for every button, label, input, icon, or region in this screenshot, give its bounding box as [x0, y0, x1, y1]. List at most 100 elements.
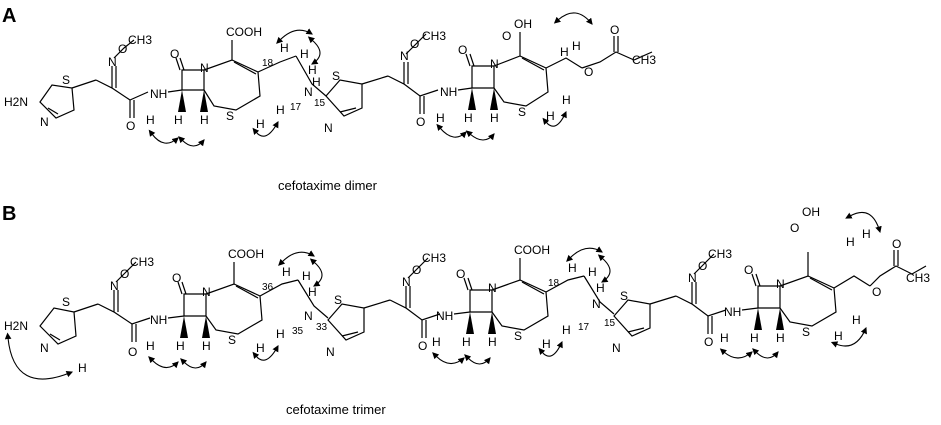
svg-text:CH3: CH3 [906, 271, 930, 285]
svg-text:N: N [40, 341, 49, 355]
linker-b1: H H H N 35 33 [278, 250, 329, 337]
cephem-core-b2: O N COOH S H H H H H 18 [432, 243, 585, 351]
oxime-chain-a2: N O CH3 O NH [387, 29, 457, 129]
svg-text:33: 33 [316, 322, 328, 333]
svg-text:O: O [170, 47, 179, 61]
svg-text:O: O [790, 221, 799, 235]
svg-text:S: S [226, 109, 234, 123]
svg-text:H: H [546, 109, 555, 123]
svg-text:18: 18 [262, 58, 274, 69]
linker-b2: H H H N 17 15 [566, 246, 616, 333]
panel-a: A H2N S N N O CH3 O NH [2, 5, 656, 193]
svg-text:O: O [872, 285, 881, 299]
svg-text:O: O [892, 237, 901, 251]
svg-text:CH3: CH3 [128, 33, 152, 47]
svg-text:H: H [308, 63, 317, 77]
svg-text:N: N [592, 297, 601, 311]
svg-text:S: S [332, 69, 340, 83]
svg-text:S: S [62, 73, 70, 87]
svg-text:N: N [488, 281, 497, 295]
oxime-chain-b3: N O CH3 O NH [675, 247, 741, 349]
svg-text:O: O [456, 267, 465, 281]
cephem-core-a1: O N COOH S H H H H H 18 [146, 25, 297, 131]
svg-text:O: O [584, 65, 593, 79]
aminothiazole-ring-a: H2N S N [4, 73, 97, 129]
svg-text:H: H [834, 329, 843, 343]
svg-text:N: N [202, 285, 211, 299]
svg-text:H: H [852, 313, 861, 327]
svg-text:H: H [312, 75, 321, 89]
cephem-core-b1: O N COOH S H H H H H 36 [146, 247, 299, 355]
svg-text:H: H [542, 337, 551, 351]
svg-text:H: H [588, 265, 597, 279]
svg-text:N: N [324, 121, 333, 135]
svg-text:H: H [572, 39, 581, 53]
svg-text:H: H [256, 341, 265, 355]
svg-text:17: 17 [290, 102, 302, 113]
h2n-label: H2N [4, 95, 28, 109]
svg-text:H: H [720, 331, 729, 345]
svg-text:H: H [560, 45, 569, 59]
svg-text:O: O [458, 43, 467, 57]
svg-text:H: H [846, 235, 855, 249]
svg-text:CH3: CH3 [422, 29, 446, 43]
svg-text:O: O [172, 271, 181, 285]
svg-text:O: O [698, 259, 707, 273]
svg-text:H: H [436, 111, 445, 125]
svg-text:H: H [282, 265, 291, 279]
svg-text:H: H [174, 113, 183, 127]
svg-text:18: 18 [548, 278, 560, 289]
panel-b-letter: B [2, 203, 16, 225]
acetoxy-a: O O CH3 [581, 23, 656, 79]
svg-text:S: S [514, 329, 522, 343]
svg-text:OH: OH [802, 205, 820, 219]
svg-text:15: 15 [604, 318, 616, 329]
svg-text:O: O [120, 267, 129, 281]
thiazole-ring-a2: S N [324, 69, 389, 135]
amide-nh-b3: NH [724, 305, 741, 319]
amide-nh-a2: NH [440, 85, 457, 99]
svg-text:CH3: CH3 [708, 247, 732, 261]
svg-text:O: O [418, 339, 427, 353]
svg-text:CH3: CH3 [422, 251, 446, 265]
svg-text:15: 15 [314, 98, 326, 109]
thiazole-ring-b2: S N [326, 293, 391, 359]
svg-text:O: O [610, 23, 619, 37]
svg-text:H: H [562, 93, 571, 107]
svg-text:OH: OH [514, 17, 532, 31]
oxime-chain-a: N O CH3 O NH [95, 33, 167, 133]
svg-text:O: O [126, 119, 135, 133]
svg-text:H: H [300, 47, 309, 61]
svg-text:H: H [488, 335, 497, 349]
svg-text:N: N [304, 85, 313, 99]
svg-text:N: N [326, 345, 335, 359]
cephem-core-b3: O N OH O S H H H H H H H [720, 205, 871, 345]
svg-text:COOH: COOH [226, 25, 262, 39]
panel-b: B H2N S N H N O CH3 O NH [2, 203, 930, 417]
svg-text:35: 35 [292, 326, 304, 337]
svg-text:H: H [432, 335, 441, 349]
svg-text:N: N [776, 277, 785, 291]
svg-text:H: H [276, 103, 285, 117]
svg-text:H: H [776, 331, 785, 345]
acetoxy-b: O O CH3 [869, 237, 930, 299]
noe-arrows-b [148, 211, 882, 369]
svg-text:H: H [146, 113, 155, 127]
svg-text:COOH: COOH [228, 247, 264, 261]
cephem-core-a2: O N OH O S H H H H H H H [436, 17, 583, 125]
svg-text:H: H [78, 361, 87, 375]
noe-arrows-a [148, 12, 593, 147]
svg-text:O: O [128, 345, 137, 359]
svg-text:N: N [200, 61, 209, 75]
svg-text:H: H [568, 261, 577, 275]
svg-text:H: H [464, 111, 473, 125]
h2n-label-b: H2N [4, 319, 28, 333]
svg-text:S: S [518, 105, 526, 119]
svg-text:H: H [750, 331, 759, 345]
svg-text:N: N [40, 115, 49, 129]
svg-text:H: H [596, 281, 605, 295]
svg-text:O: O [416, 115, 425, 129]
svg-text:N: N [400, 49, 409, 63]
svg-text:H: H [202, 339, 211, 353]
